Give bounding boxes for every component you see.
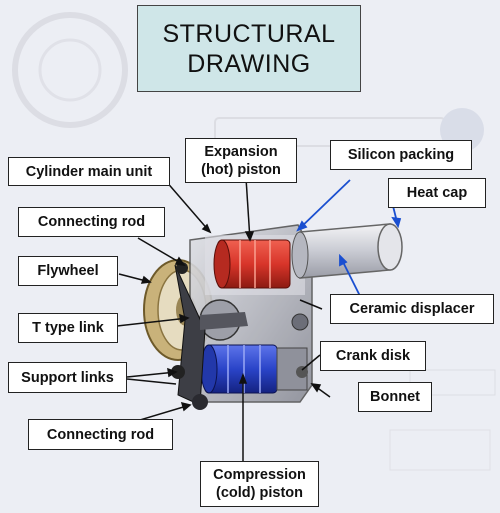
cold-piston-part bbox=[200, 344, 308, 394]
label-ceramic-displacer: Ceramic displacer bbox=[330, 294, 494, 324]
label-connecting-rod-bottom: Connecting rod bbox=[28, 419, 173, 450]
label-crank-disk: Crank disk bbox=[320, 341, 426, 371]
blue-leader-lines bbox=[296, 179, 402, 297]
label-connecting-rod-top: Connecting rod bbox=[18, 207, 165, 237]
crank-mechanism bbox=[171, 262, 309, 410]
label-expansion-piston: Expansion(hot) piston bbox=[185, 138, 297, 183]
label-silicon-packing: Silicon packing bbox=[330, 140, 472, 170]
title-line-2: DRAWING bbox=[187, 49, 311, 78]
title-line-1: STRUCTURAL bbox=[162, 19, 336, 48]
label-flywheel: Flywheel bbox=[18, 256, 118, 286]
heat-cap-cylinder bbox=[291, 223, 403, 279]
label-compression-piston: Compression(cold) piston bbox=[200, 461, 319, 507]
label-support-links: Support links bbox=[8, 362, 127, 393]
label-heat-cap: Heat cap bbox=[388, 178, 486, 208]
label-t-type-link: T type link bbox=[18, 313, 118, 343]
label-cylinder-main-unit: Cylinder main unit bbox=[8, 157, 170, 186]
label-bonnet: Bonnet bbox=[358, 382, 432, 412]
title-box: STRUCTURAL DRAWING bbox=[137, 5, 361, 92]
hot-piston-part bbox=[213, 239, 291, 289]
